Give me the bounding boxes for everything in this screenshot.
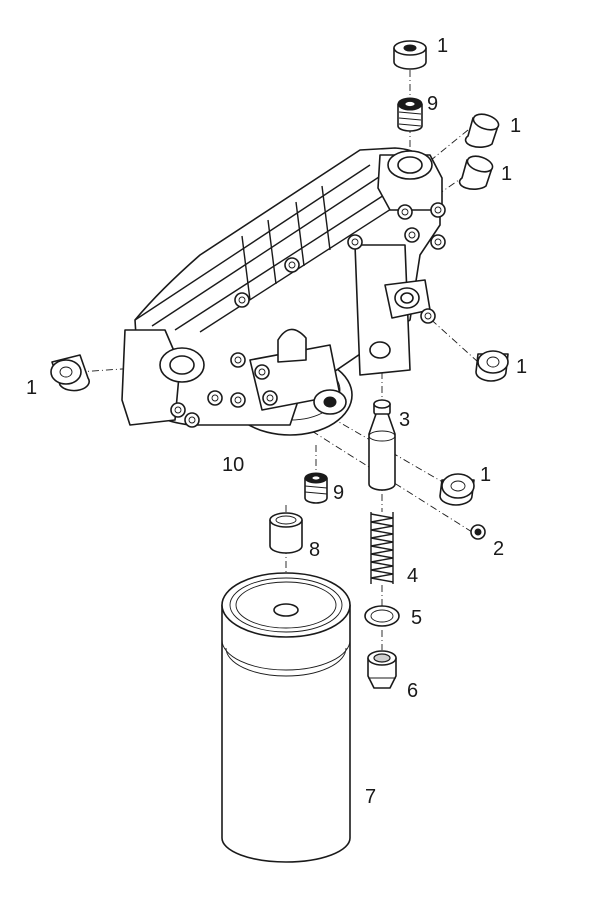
filter-head-housing xyxy=(121,147,446,436)
callout-7-filter: 7 xyxy=(365,786,376,808)
callout-5-o-ring: 5 xyxy=(411,607,422,629)
callout-6-threaded-plug: 6 xyxy=(407,680,418,702)
callout-1-right-middle: 1 xyxy=(516,356,527,378)
callout-4-spring: 4 xyxy=(407,565,418,587)
callout-10-housing: 10 xyxy=(222,454,244,476)
callout-1-left-plug: 1 xyxy=(26,377,37,399)
check-valve-top xyxy=(397,97,423,132)
plug-top xyxy=(393,40,427,70)
bolt-bosses xyxy=(170,202,446,428)
plug-right-upper-b xyxy=(458,155,494,190)
callout-1-right-lower: 1 xyxy=(480,464,491,486)
filter-cartridge xyxy=(221,572,351,863)
callout-1-top-plug: 1 xyxy=(437,35,448,57)
check-valve-lower xyxy=(304,472,328,504)
callout-2-small-plug: 2 xyxy=(493,538,504,560)
o-ring xyxy=(364,605,400,627)
callout-3-valve-piston: 3 xyxy=(399,409,410,431)
callout-1-right-upper-b: 1 xyxy=(501,163,512,185)
valve-piston xyxy=(368,399,396,491)
threaded-plug xyxy=(367,650,397,689)
callout-9-lower-valve: 9 xyxy=(333,482,344,504)
sleeve-nipple xyxy=(269,512,303,554)
callout-9-top-valve: 9 xyxy=(427,93,438,115)
small-plug xyxy=(470,524,486,540)
callout-numbers: 1 9 1 1 1 1 3 10 1 9 2 8 4 5 6 7 xyxy=(26,35,527,808)
plug-right-lower xyxy=(439,473,475,506)
callout-1-right-upper-a: 1 xyxy=(510,115,521,137)
plug-right-upper-a xyxy=(464,113,500,148)
plug-right-middle xyxy=(475,350,509,382)
callout-8-sleeve: 8 xyxy=(309,539,320,561)
plug-left xyxy=(50,354,90,392)
spring xyxy=(370,512,394,584)
